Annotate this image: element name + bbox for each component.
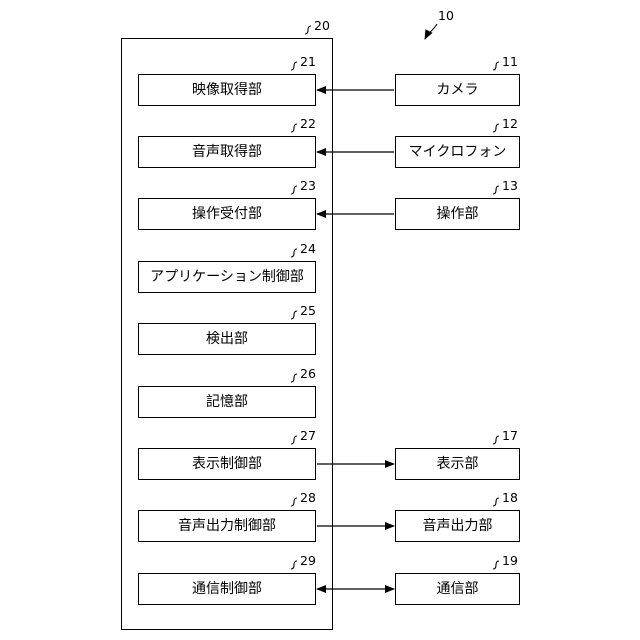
device-ref-17: 17 xyxy=(502,430,518,443)
device-box-18: 音声出力部 xyxy=(395,510,520,542)
device-box-17: 表示部 xyxy=(395,448,520,480)
unit-ref-25: 25 xyxy=(300,305,316,318)
unit-ref-22: 22 xyxy=(300,118,316,131)
device-ref-19: 19 xyxy=(502,555,518,568)
device-ref-18: 18 xyxy=(502,492,518,505)
device-ref-12: 12 xyxy=(502,118,518,131)
device-box-11: カメラ xyxy=(395,74,520,106)
device-ref-11: 11 xyxy=(502,56,518,69)
unit-ref-27: 27 xyxy=(300,430,316,443)
device-ref-leader-11 xyxy=(493,62,499,70)
unit-box-24: アプリケーション制御部 xyxy=(138,261,316,293)
controller-ref-leader xyxy=(305,26,311,34)
device-box-12: マイクロフォン xyxy=(395,136,520,168)
system-ref-pointer-arrow xyxy=(425,24,437,39)
unit-box-21: 映像取得部 xyxy=(138,74,316,106)
device-ref-leader-17 xyxy=(493,436,499,444)
unit-box-26: 記憶部 xyxy=(138,386,316,418)
unit-box-25: 検出部 xyxy=(138,323,316,355)
unit-ref-29: 29 xyxy=(300,555,316,568)
device-ref-leader-12 xyxy=(493,124,499,132)
controller-ref-label: 20 xyxy=(314,20,330,33)
unit-ref-24: 24 xyxy=(300,243,316,256)
unit-ref-28: 28 xyxy=(300,492,316,505)
unit-ref-23: 23 xyxy=(300,180,316,193)
device-ref-leader-13 xyxy=(493,186,499,194)
unit-box-28: 音声出力制御部 xyxy=(138,510,316,542)
unit-ref-26: 26 xyxy=(300,368,316,381)
device-ref-leader-18 xyxy=(493,498,499,506)
unit-box-22: 音声取得部 xyxy=(138,136,316,168)
unit-ref-21: 21 xyxy=(300,56,316,69)
device-ref-13: 13 xyxy=(502,180,518,193)
device-box-19: 通信部 xyxy=(395,573,520,605)
device-ref-leader-19 xyxy=(493,561,499,569)
unit-box-27: 表示制御部 xyxy=(138,448,316,480)
device-box-13: 操作部 xyxy=(395,198,520,230)
unit-box-23: 操作受付部 xyxy=(138,198,316,230)
system-ref-label: 10 xyxy=(438,10,454,23)
unit-box-29: 通信制御部 xyxy=(138,573,316,605)
